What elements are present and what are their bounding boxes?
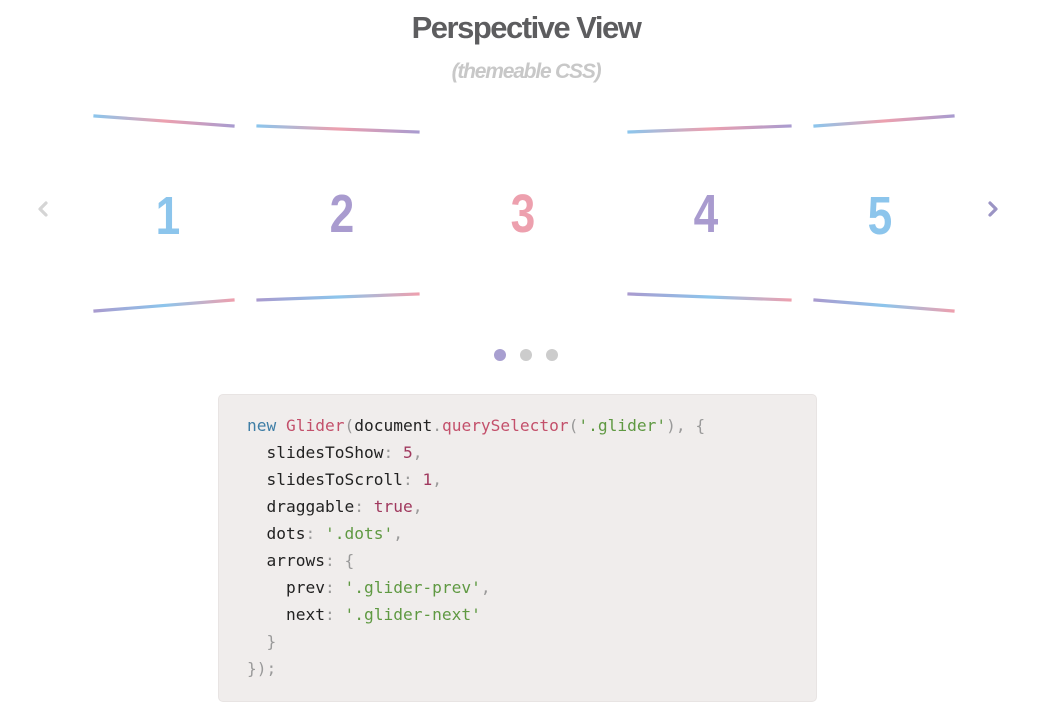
code-token: : <box>324 605 345 624</box>
code-token: draggable <box>247 497 355 516</box>
glider-carousel[interactable]: 1 2 3 4 5 <box>0 0 1052 340</box>
code-line: new Glider(document.querySelector('.glid… <box>247 412 705 439</box>
code-token: : <box>354 497 374 516</box>
code-token: prev <box>247 578 325 597</box>
code-token: ( <box>568 416 579 435</box>
slide-3[interactable]: 3 <box>510 184 536 244</box>
slide-3-frame <box>441 138 606 288</box>
page-title: Perspective View <box>411 10 642 45</box>
slide-1-frame <box>93 114 235 313</box>
code-token <box>276 416 286 435</box>
code-token: , <box>393 524 403 543</box>
code-line: prev: '.glider-prev', <box>247 574 705 601</box>
code-token: ), { <box>666 416 706 435</box>
code-token: } <box>247 632 277 651</box>
code-token: true <box>373 497 413 516</box>
code-token: ( <box>344 416 355 435</box>
code-token: . <box>432 416 442 435</box>
code-token: , <box>412 443 423 462</box>
code-token: '.dots' <box>324 524 394 543</box>
page-subtitle: (themeable CSS) <box>451 60 602 83</box>
code-token: 1 <box>422 470 433 489</box>
code-token: next <box>247 605 325 624</box>
code-token: , <box>412 497 423 516</box>
code-token: dots <box>247 524 306 543</box>
slide-5[interactable]: 5 <box>867 186 893 246</box>
code-token: : <box>383 443 403 462</box>
code-token: document <box>354 416 433 435</box>
code-line: slidesToScroll: 1, <box>247 466 705 493</box>
code-text: new Glider(document.querySelector('.glid… <box>247 412 705 682</box>
code-token: : <box>305 524 325 543</box>
code-token: arrows <box>247 551 325 570</box>
code-line: } <box>247 628 705 655</box>
dot-2[interactable] <box>520 349 532 361</box>
carousel-dots <box>0 349 1052 361</box>
code-token: : { <box>324 551 355 570</box>
code-token: '.glider' <box>578 416 667 435</box>
code-token: slidesToShow <box>247 443 384 462</box>
slide-5-frame <box>813 114 955 313</box>
code-line: arrows: { <box>247 547 705 574</box>
slide-2[interactable]: 2 <box>329 184 355 244</box>
code-line: dots: '.dots', <box>247 520 705 547</box>
slide-1[interactable]: 1 <box>155 186 181 246</box>
slide-4-frame <box>627 124 792 302</box>
code-token: 5 <box>402 443 413 462</box>
code-line: }); <box>247 655 705 682</box>
slide-2-frame <box>256 124 420 302</box>
code-line: slidesToShow: 5, <box>247 439 705 466</box>
dot-3[interactable] <box>546 349 558 361</box>
code-token: }); <box>247 659 277 678</box>
glider-next-button[interactable] <box>981 194 1005 224</box>
slide-4[interactable]: 4 <box>693 184 719 244</box>
code-block: new Glider(document.querySelector('.glid… <box>218 394 817 702</box>
dot-1[interactable] <box>494 349 506 361</box>
code-line: next: '.glider-next' <box>247 601 705 628</box>
glider-prev-button[interactable] <box>31 194 55 224</box>
code-token: '.glider-prev' <box>344 578 481 597</box>
code-token: : <box>324 578 345 597</box>
code-token: , <box>432 470 442 489</box>
chevron-left-icon <box>38 201 48 217</box>
code-token: : <box>402 470 423 489</box>
chevron-right-icon <box>988 201 998 217</box>
slides-frames <box>93 114 955 313</box>
code-token: new <box>247 416 277 435</box>
code-token: Glider <box>286 416 345 435</box>
code-token: '.glider-next' <box>344 605 481 624</box>
code-token: , <box>480 578 491 597</box>
code-token: querySelector <box>441 416 569 435</box>
code-token: slidesToScroll <box>247 470 403 489</box>
code-line: draggable: true, <box>247 493 705 520</box>
